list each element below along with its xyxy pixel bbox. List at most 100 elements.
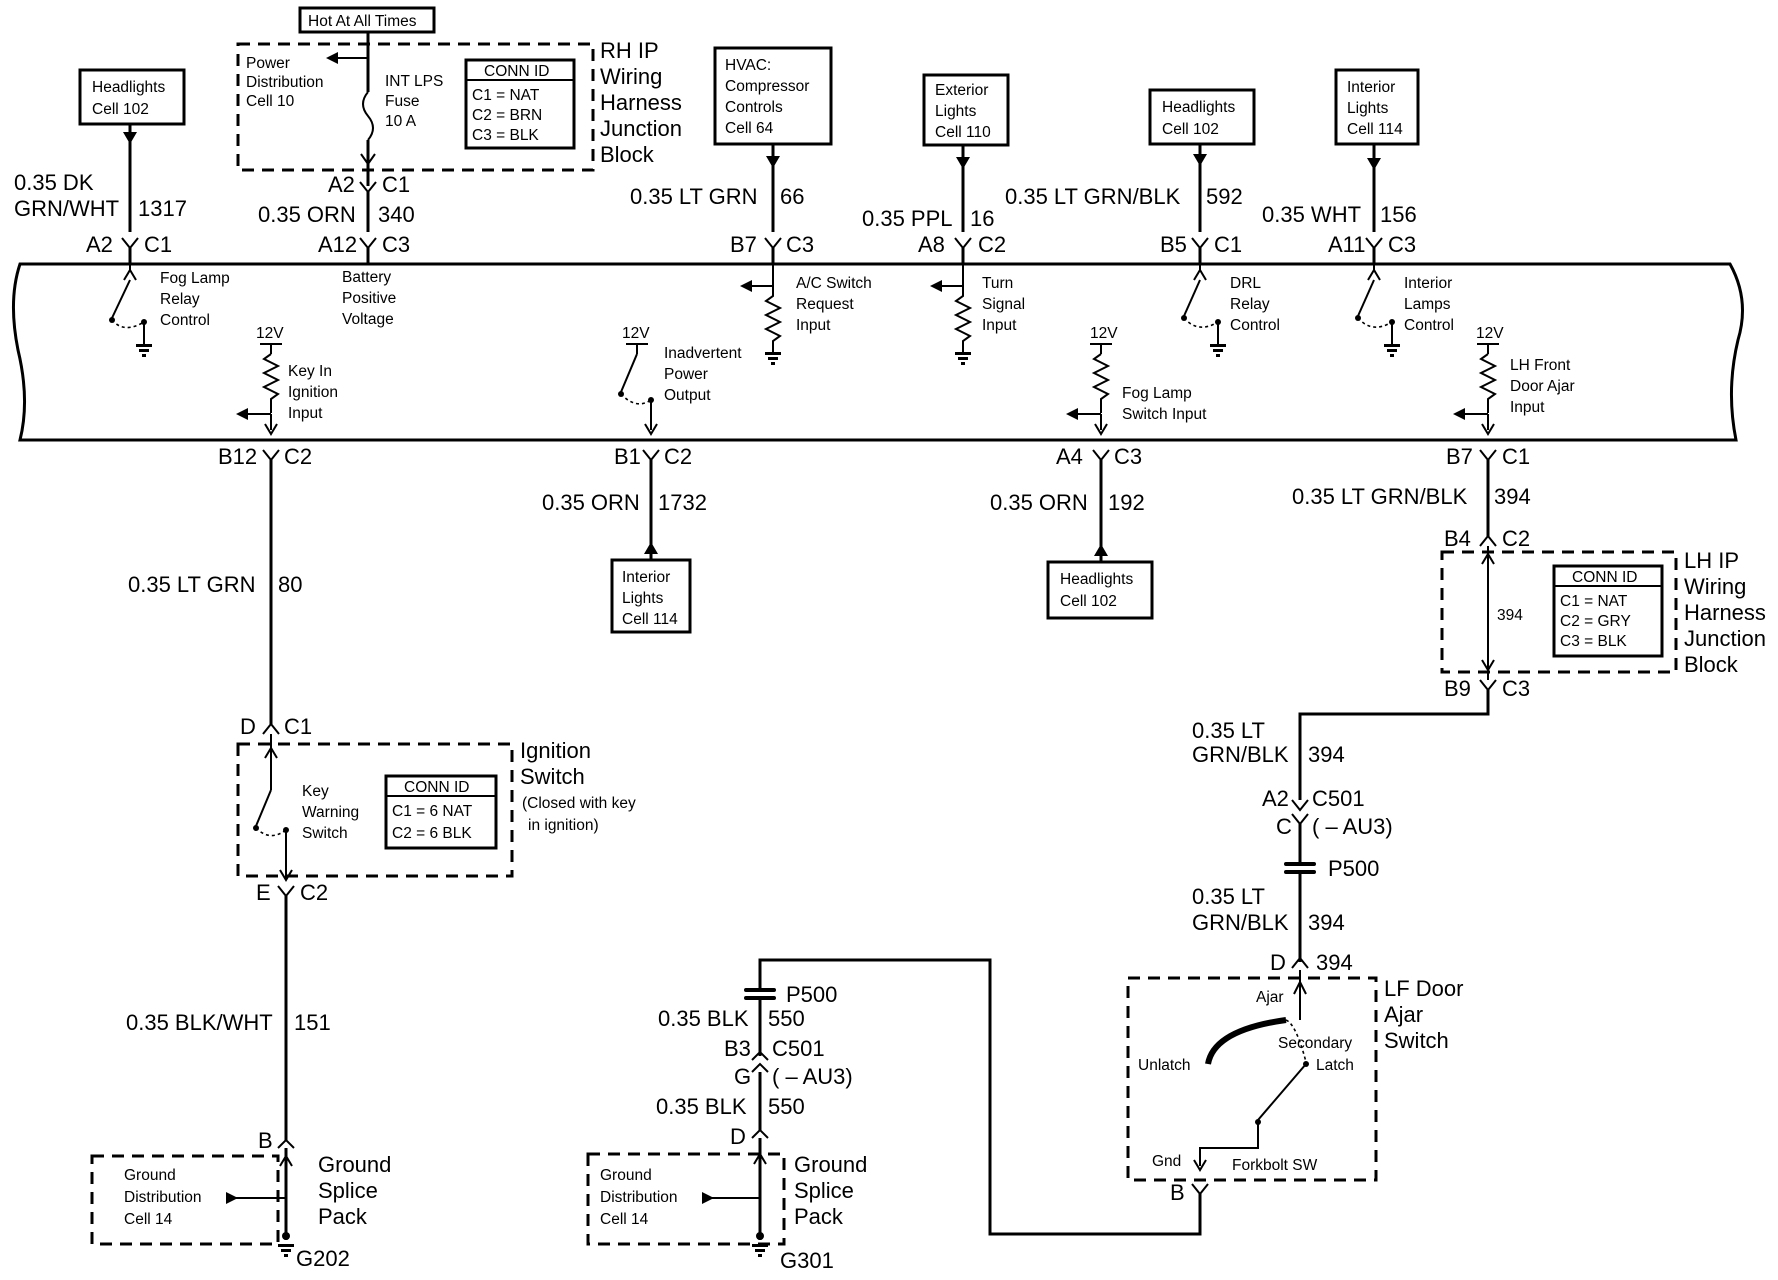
inadvertent-power-output: 12V Inadvertent Power Output [618, 325, 742, 436]
svg-text:C1 = NAT: C1 = NAT [1560, 593, 1628, 610]
svg-text:394: 394 [1316, 950, 1353, 975]
fog-lamp-relay-control: Fog Lamp Relay Control [109, 264, 230, 357]
svg-text:C3: C3 [1502, 676, 1530, 701]
svg-text:0.35 LT: 0.35 LT [1192, 718, 1265, 743]
svg-text:0.35 ORN: 0.35 ORN [542, 490, 640, 515]
svg-text:A2: A2 [86, 232, 113, 257]
rh-ip-junction-block: Hot At All Times Power Distribution Cell… [236, 6, 682, 186]
svg-text:P500: P500 [1328, 856, 1379, 881]
svg-text:Control: Control [160, 312, 210, 329]
svg-text:A12: A12 [318, 232, 357, 257]
svg-text:Cell 64: Cell 64 [725, 120, 774, 137]
svg-text:D: D [240, 714, 256, 739]
svg-text:( – AU3): ( – AU3) [1312, 814, 1393, 839]
key-in-ignition-input: 12V Key In Ignition Input [236, 325, 338, 436]
lh-ip-junction-block: 394 CONN ID C1 = NAT C2 = GRY C3 = BLK L… [1440, 546, 1766, 701]
svg-text:340: 340 [378, 202, 415, 227]
svg-text:Cell 114: Cell 114 [1347, 121, 1403, 138]
ref-hvac-compressor: HVAC: Compressor Controls Cell 64 [713, 46, 833, 232]
svg-text:Forkbolt SW: Forkbolt SW [1232, 1157, 1318, 1174]
lf-door-ajar-switch: Ajar Secondary Latch Unlatch Gnd Forkbol… [758, 958, 1463, 1236]
drl-relay-control: DRL Relay Control [1181, 264, 1280, 357]
svg-text:Junction: Junction [1684, 626, 1766, 651]
svg-text:Inadvertent: Inadvertent [664, 345, 742, 362]
interior-lamps-control: Interior Lamps Control [1355, 264, 1454, 357]
svg-text:Ground: Ground [794, 1152, 867, 1177]
svg-text:C2 = 6 BLK: C2 = 6 BLK [392, 825, 472, 842]
svg-text:Junction: Junction [600, 116, 682, 141]
svg-text:592: 592 [1206, 184, 1243, 209]
svg-text:C1 = NAT: C1 = NAT [472, 87, 540, 104]
ac-switch-request-input: A/C Switch Request Input [740, 264, 872, 365]
svg-text:LF Door: LF Door [1384, 976, 1463, 1001]
svg-text:Cell 102: Cell 102 [92, 101, 149, 118]
svg-text:0.35 BLK: 0.35 BLK [658, 1006, 749, 1031]
wire-550: P500 0.35 BLK 550 B3 C501 G ( – AU3) 0.3… [656, 982, 853, 1149]
svg-text:G301: G301 [780, 1248, 834, 1273]
svg-text:0.35 LT GRN: 0.35 LT GRN [630, 184, 758, 209]
turn-signal-input: Turn Signal Input [930, 264, 1025, 365]
svg-text:Distribution: Distribution [246, 74, 324, 91]
svg-text:0.35 ORN: 0.35 ORN [990, 490, 1088, 515]
svg-text:GRN/WHT: GRN/WHT [14, 196, 119, 221]
svg-text:Headlights: Headlights [1162, 99, 1235, 116]
svg-text:B3: B3 [724, 1036, 751, 1061]
svg-text:66: 66 [780, 184, 804, 209]
svg-text:Harness: Harness [600, 90, 682, 115]
top-wire-592: 0.35 LT GRN/BLK 592 B5 C1 [1005, 184, 1243, 264]
svg-text:C3 = BLK: C3 = BLK [472, 127, 539, 144]
svg-text:CONN ID: CONN ID [404, 779, 469, 796]
svg-text:B12: B12 [218, 444, 257, 469]
svg-text:C3: C3 [1388, 232, 1416, 257]
module-body [12, 262, 1744, 442]
svg-text:B5: B5 [1160, 232, 1187, 257]
svg-text:C1: C1 [284, 714, 312, 739]
svg-text:Exterior: Exterior [935, 82, 988, 99]
svg-text:Input: Input [982, 317, 1017, 334]
svg-text:Splice: Splice [794, 1178, 854, 1203]
svg-text:Fuse: Fuse [385, 93, 419, 110]
svg-text:Wiring: Wiring [600, 64, 662, 89]
svg-text:Controls: Controls [725, 99, 783, 116]
svg-text:Lights: Lights [935, 103, 977, 120]
svg-text:A2: A2 [1262, 786, 1289, 811]
ref-exterior-lights: Exterior Lights Cell 110 [922, 73, 1010, 232]
svg-text:Switch Input: Switch Input [1122, 406, 1207, 423]
svg-text:Lamps: Lamps [1404, 296, 1451, 313]
svg-text:B: B [258, 1128, 273, 1153]
svg-text:1732: 1732 [658, 490, 707, 515]
svg-text:C2: C2 [1502, 526, 1530, 551]
svg-text:G: G [734, 1064, 751, 1089]
svg-text:Turn: Turn [982, 275, 1013, 292]
svg-text:E: E [256, 880, 271, 905]
svg-text:Wiring: Wiring [1684, 574, 1746, 599]
svg-text:550: 550 [768, 1094, 805, 1119]
svg-text:C1: C1 [144, 232, 172, 257]
svg-text:10 A: 10 A [385, 113, 417, 130]
svg-text:Cell 14: Cell 14 [124, 1211, 173, 1228]
svg-text:Lights: Lights [622, 590, 664, 607]
svg-text:Gnd: Gnd [1152, 1153, 1181, 1170]
svg-text:Fog Lamp: Fog Lamp [1122, 385, 1192, 402]
connector-b1-c2: B1 C2 0.35 ORN 1732 Interior Lights Cell… [542, 444, 707, 634]
svg-text:Output: Output [664, 387, 711, 404]
svg-text:Input: Input [1510, 399, 1545, 416]
svg-text:C501: C501 [1312, 786, 1365, 811]
svg-text:192: 192 [1108, 490, 1145, 515]
svg-text:Ignition: Ignition [288, 384, 338, 401]
svg-text:Input: Input [288, 405, 323, 422]
fog-lamp-switch-input: 12V Fog Lamp Switch Input [1066, 325, 1207, 436]
svg-text:Interior: Interior [1347, 79, 1395, 96]
svg-text:Cell 114: Cell 114 [622, 611, 678, 628]
svg-text:0.35 WHT: 0.35 WHT [1262, 202, 1361, 227]
svg-text:C1: C1 [1502, 444, 1530, 469]
svg-text:Unlatch: Unlatch [1138, 1057, 1191, 1074]
svg-text:C501: C501 [772, 1036, 825, 1061]
svg-text:( – AU3): ( – AU3) [772, 1064, 853, 1089]
svg-text:C3 = BLK: C3 = BLK [1560, 633, 1627, 650]
svg-text:Cell 102: Cell 102 [1162, 121, 1219, 138]
svg-text:Interior: Interior [1404, 275, 1452, 292]
svg-text:Key In: Key In [288, 363, 332, 380]
svg-text:394: 394 [1308, 910, 1345, 935]
svg-text:Input: Input [796, 317, 831, 334]
